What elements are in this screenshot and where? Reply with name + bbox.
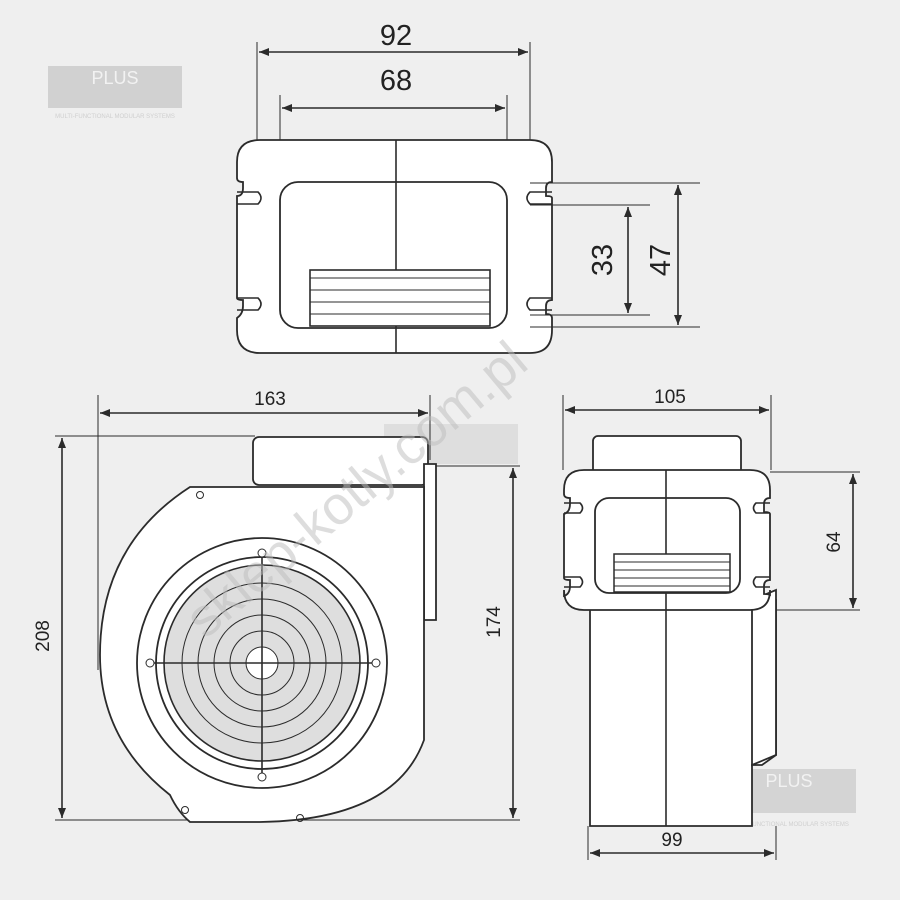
dimension-105: 105 (565, 387, 769, 414)
dim-label-68: 68 (380, 65, 412, 97)
dim-label-163: 163 (254, 389, 286, 410)
logo-tagline-bottom: MULTI-FUNCTIONAL MODULAR SYSTEMS (729, 822, 849, 828)
dimension-33: 33 (587, 207, 632, 313)
dim-label-64: 64 (824, 531, 845, 553)
logo-tagline: MULTI-FUNCTIONAL MODULAR SYSTEMS (55, 114, 175, 120)
dim-label-208: 208 (33, 620, 54, 652)
dimension-208: 208 (33, 438, 66, 818)
dimension-68: 68 (282, 65, 505, 112)
dimension-174: 174 (484, 468, 517, 818)
logo-text: PLUS (91, 68, 138, 88)
dim-label-105: 105 (654, 387, 686, 408)
dimension-64: 64 (824, 474, 857, 608)
logo-text-bottom: PLUS (765, 771, 812, 791)
top-view (236, 42, 700, 354)
dim-label-47: 47 (645, 244, 677, 276)
dim-label-92: 92 (380, 20, 412, 52)
dim-label-174: 174 (484, 606, 505, 638)
dimension-163: 163 (100, 389, 428, 417)
watermark-logo: PLUS MULTI-FUNCTIONAL MODULAR SYSTEMS (48, 66, 182, 120)
front-view (55, 395, 520, 823)
dim-label-33: 33 (587, 244, 619, 276)
dimension-99: 99 (590, 830, 774, 857)
dim-label-99: 99 (661, 830, 682, 851)
dimension-92: 92 (259, 20, 528, 56)
dimension-47: 47 (645, 185, 682, 325)
side-view (562, 395, 860, 860)
